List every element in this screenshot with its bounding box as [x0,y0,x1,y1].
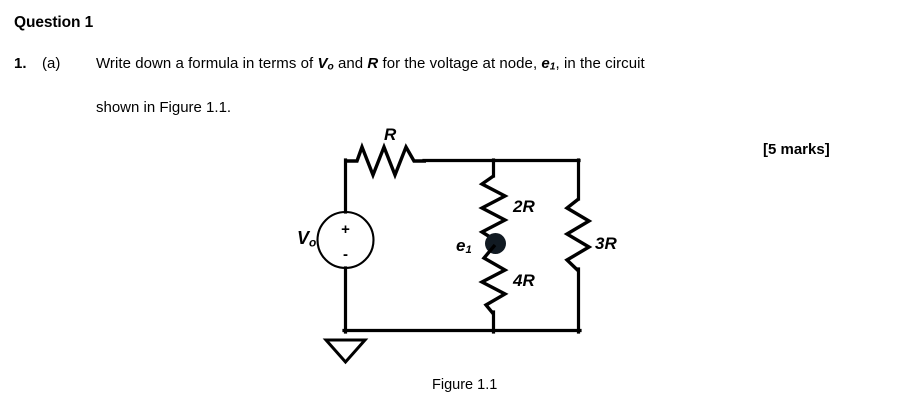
label-resistor-r: R [384,125,397,144]
label-node-e1-letter: e [456,236,466,255]
node-dot-e1 [485,233,506,254]
symbol-e1-subscript: 1 [549,61,556,73]
label-voltage-source-subscript: o [309,235,317,250]
label-resistor-2r: 2R [513,197,535,216]
question-text-line-2: shown in Figure 1.1. [96,99,232,116]
resistor-2r-zigzag [478,174,509,244]
symbol-e1: e1 [541,55,556,73]
marks-allocation: [5 marks] [763,141,830,158]
question-text-segment-2: and [333,55,368,72]
resistor-3r-zigzag [563,197,593,273]
symbol-vo-subscript: o [327,61,334,73]
voltage-source-symbol [316,210,375,270]
label-voltage-source: Vo [297,229,316,249]
page-title: Question 1 [14,14,94,31]
question-text-line-1: Write down a formula in terms of Vo and … [96,55,645,73]
label-resistor-4r: 4R [513,271,535,290]
question-part-letter: (a) [42,55,61,72]
symbol-r: R [367,55,379,72]
source-plus-sign: + [341,221,350,238]
resistor-4r-zigzag [478,243,509,316]
source-minus-sign: - [343,246,348,263]
resistor-r-zigzag [345,142,426,180]
label-node-e1: e1 [456,237,472,256]
question-number: 1. [14,55,27,72]
figure-caption: Figure 1.1 [432,377,498,393]
label-node-e1-subscript: 1 [465,244,472,257]
question-text-segment-1: Write down a formula in terms of [96,55,318,72]
symbol-vo: Vo [317,55,334,73]
symbol-e1-letter: e [541,55,550,72]
question-text-segment-3: for the voltage at node, [378,55,542,72]
question-text-segment-4: , in the circuit [555,55,645,72]
symbol-vo-letter: V [317,55,328,72]
label-resistor-3r: 3R [595,234,617,253]
ground-symbol [322,338,369,365]
label-voltage-source-letter: V [297,228,310,248]
